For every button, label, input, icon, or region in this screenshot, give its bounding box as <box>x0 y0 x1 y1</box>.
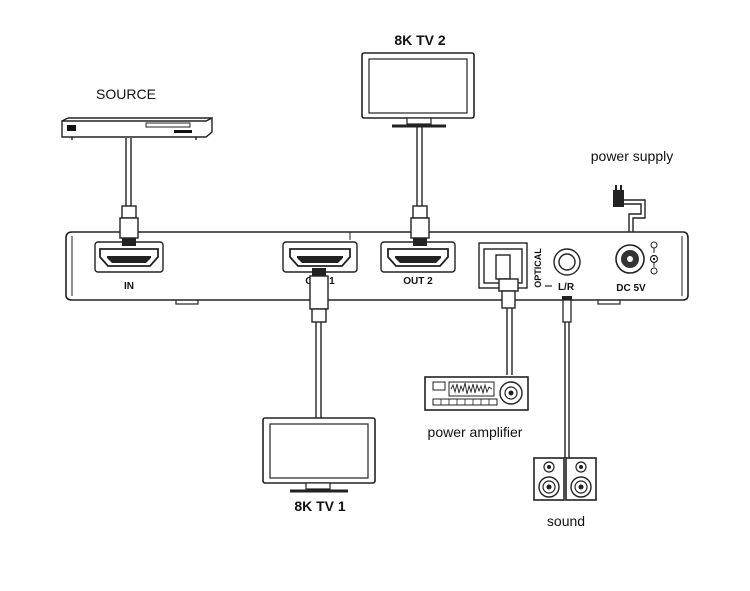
hdmi-out2-port <box>380 241 456 273</box>
cable-tv2-to-out2 <box>416 124 423 206</box>
lr-label: L/R <box>558 282 575 293</box>
hdmi-plug-out2 <box>410 205 430 246</box>
power-amplifier-label: power amplifier <box>428 424 523 440</box>
in-label: IN <box>124 281 134 292</box>
source-device <box>61 116 213 140</box>
cable-power-to-dc <box>623 199 646 232</box>
polarity-icon <box>649 241 659 275</box>
power-amplifier-device <box>424 376 529 411</box>
hdmi-plug-in <box>119 205 139 246</box>
tv1-label: 8K TV 1 <box>294 498 346 514</box>
tv2-label: 8K TV 2 <box>394 32 446 48</box>
lr-plug <box>562 296 572 323</box>
dc-label: DC 5V <box>616 283 646 294</box>
cable-source-to-in <box>125 138 132 206</box>
source-label: SOURCE <box>96 86 156 102</box>
cable-optical-to-amplifier <box>506 308 513 375</box>
optical-plug <box>495 254 519 309</box>
sound-label: sound <box>547 513 585 529</box>
power-supply-label: power supply <box>591 148 674 164</box>
cable-lr-to-sound <box>564 322 570 458</box>
dc-power-port <box>615 244 645 274</box>
out2-label: OUT 2 <box>403 276 433 287</box>
tv2-device <box>361 52 475 128</box>
cable-out1-to-tv1 <box>315 322 322 418</box>
hdmi-plug-out1 <box>309 268 329 323</box>
cables <box>125 124 646 458</box>
splitter-box <box>65 231 689 305</box>
optical-label: OPTICAL <box>533 248 543 288</box>
lr-audio-jack <box>553 248 581 276</box>
speakers-icon <box>533 457 597 501</box>
hdmi-in-port <box>94 241 164 273</box>
hdmi-out1-port <box>282 241 358 273</box>
power-supply-icon <box>613 185 624 207</box>
tv1-device <box>262 417 376 493</box>
